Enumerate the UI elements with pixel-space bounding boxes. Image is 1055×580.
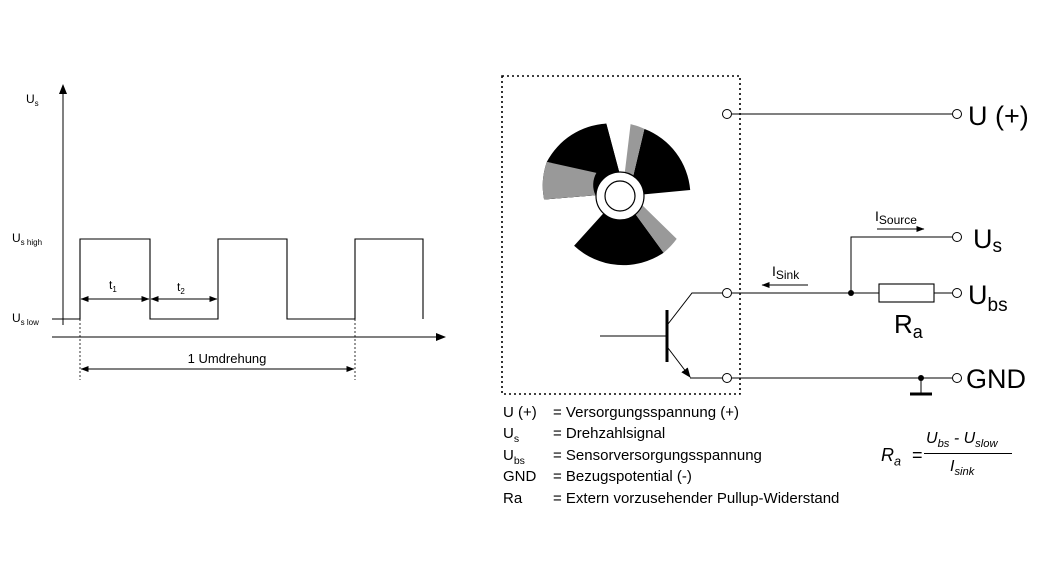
level-high-label: Us high bbox=[12, 231, 42, 247]
resistor-label: Ra bbox=[894, 309, 924, 342]
t1-label: t1 bbox=[109, 278, 117, 294]
pullup-formula: Ra = Ubs - Uslow Isink bbox=[878, 428, 1018, 488]
square-wave-signal bbox=[52, 238, 424, 320]
legend-description: = Drehzahlsignal bbox=[553, 425, 666, 443]
legend-symbol-sub: s bbox=[513, 433, 520, 446]
legend: U (+) = Versorgungsspannung (+) Us = Drehz… bbox=[503, 402, 839, 509]
signal-line bbox=[850, 232, 962, 293]
pullup-resistor bbox=[878, 283, 935, 303]
legend-description: = Bezugspotential (-) bbox=[553, 468, 692, 486]
legend-row-sensor-supply: Ubs = Sensorversorgungsspannung bbox=[503, 445, 839, 467]
signal-node bbox=[848, 290, 854, 296]
ground-line bbox=[722, 373, 962, 396]
signal-terminal bbox=[952, 232, 962, 242]
legend-symbol: U bbox=[503, 425, 514, 443]
legend-row-supply: U (+) = Versorgungsspannung (+) bbox=[503, 402, 839, 423]
formula-equals: = bbox=[912, 445, 923, 465]
fan-rotor-icon bbox=[542, 123, 691, 266]
legend-symbol: U (+) bbox=[503, 404, 537, 421]
sensor-supply-terminal bbox=[952, 288, 962, 298]
legend-symbol-sub: bs bbox=[513, 454, 525, 467]
sensor-supply-terminal-label: Ubs bbox=[968, 280, 1008, 316]
source-current-label: ISource bbox=[875, 208, 917, 227]
supply-terminal-label: U (+) bbox=[968, 101, 1029, 131]
ground-terminal bbox=[952, 373, 962, 383]
legend-symbol: U bbox=[503, 446, 514, 464]
supply-internal-terminal bbox=[722, 109, 732, 119]
formula-numerator: Ubs - Uslow bbox=[926, 430, 998, 451]
signal-terminal-label: Us bbox=[973, 224, 1002, 257]
y-axis-label: Us bbox=[26, 92, 39, 108]
level-low-label: Us low bbox=[12, 311, 39, 327]
collector-internal-terminal bbox=[722, 288, 732, 298]
fan-housing-boundary bbox=[501, 75, 741, 395]
legend-description: = Versorgungsspannung (+) bbox=[553, 404, 739, 421]
emitter-internal-terminal bbox=[722, 373, 732, 383]
formula-denominator: Isink bbox=[950, 458, 975, 479]
t2-label: t2 bbox=[177, 280, 185, 296]
legend-row-signal: Us = Drehzahlsignal bbox=[503, 423, 839, 446]
legend-symbol: GND bbox=[503, 468, 537, 486]
formula-lhs: Ra bbox=[881, 445, 902, 469]
npn-transistor bbox=[600, 292, 722, 379]
legend-description: = Sensorversorgungsspannung bbox=[553, 446, 762, 464]
supply-line bbox=[722, 109, 962, 119]
legend-row-resistor: Ra = Extern vorzusehender Pullup-Widersta… bbox=[503, 488, 839, 509]
collector-line bbox=[722, 283, 962, 303]
formula-fraction-bar bbox=[924, 453, 1012, 454]
supply-terminal bbox=[952, 109, 962, 119]
legend-description: = Extern vorzusehender Pullup-Widerstand bbox=[553, 489, 840, 507]
legend-row-ground: GND = Bezugspotential (-) bbox=[503, 466, 839, 487]
sink-current-label: ISink bbox=[772, 263, 800, 282]
revolution-label: 1 Umdrehung bbox=[188, 351, 267, 366]
legend-symbol: Ra bbox=[503, 489, 523, 507]
ground-terminal-label: GND bbox=[966, 364, 1026, 394]
waveform-plot: Us Us high Us low t1 t2 1 Umdrehung bbox=[12, 84, 446, 380]
